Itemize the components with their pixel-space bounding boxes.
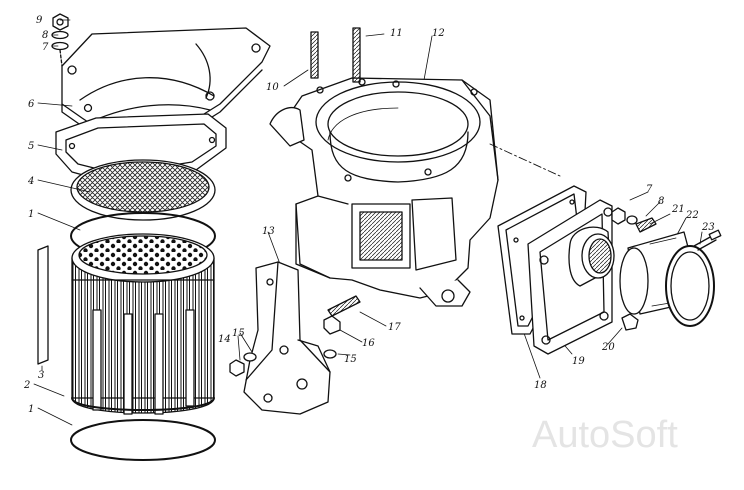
callout-10: 10: [266, 82, 279, 93]
bolt-16: [323, 315, 341, 335]
callout-7-right: 7: [646, 184, 653, 195]
callout-15-right: 15: [344, 354, 357, 365]
callout-23: 23: [701, 222, 715, 233]
filter-element-body: [71, 233, 215, 415]
bolt-20: [621, 313, 639, 331]
nut-7-right: [611, 207, 626, 225]
callout-1-lower: 1: [28, 404, 34, 415]
callout-13: 13: [262, 226, 275, 237]
mesh-filter-4: [70, 159, 216, 221]
callout-1-upper: 1: [28, 209, 34, 220]
callout-5: 5: [28, 141, 34, 152]
callout-20: 20: [601, 342, 615, 353]
nut-14: [229, 359, 245, 377]
washer-15-left: [243, 352, 257, 362]
retainer-strip-3: [37, 245, 49, 365]
callout-7: 7: [42, 42, 49, 53]
watermark: AutoSoft: [532, 414, 678, 456]
callout-9: 9: [36, 15, 43, 26]
hose-clamp-23: [665, 229, 722, 327]
stud-17: [327, 295, 361, 317]
alignment-axis: [489, 143, 561, 177]
callout-17: 17: [388, 322, 401, 333]
callout-2: 2: [23, 380, 30, 391]
callout-8: 8: [42, 30, 48, 41]
callout-18: 18: [534, 380, 547, 391]
callout-11: 11: [390, 28, 403, 39]
callout-22: 22: [685, 210, 699, 221]
intake-flange-19: [527, 199, 615, 355]
washer-8-right: [626, 215, 638, 225]
callout-14: 14: [218, 334, 231, 345]
stud-11: [352, 27, 361, 83]
callout-6: 6: [28, 99, 35, 110]
bracket-13: [243, 261, 331, 415]
callout-12: 12: [432, 28, 445, 39]
callout-labels: 9 8 7 6 5 4 1 2 3 1 10 11 12 13 14 15 15…: [23, 15, 715, 415]
callout-19: 19: [572, 356, 585, 367]
callout-3: 3: [38, 370, 44, 381]
stud-10: [310, 31, 319, 79]
washer-15-right: [323, 349, 337, 359]
callout-8-right: 8: [658, 196, 664, 207]
cover-nut-9: [52, 13, 69, 31]
cover-stud-axis: [59, 49, 63, 67]
stud-21: [635, 217, 657, 233]
callout-15-left: 15: [232, 328, 245, 339]
callout-16: 16: [362, 338, 375, 349]
callout-4: 4: [27, 176, 34, 187]
filter-housing-12: [269, 77, 499, 307]
callout-21: 21: [671, 204, 685, 215]
seal-ring-lower: [70, 419, 216, 461]
